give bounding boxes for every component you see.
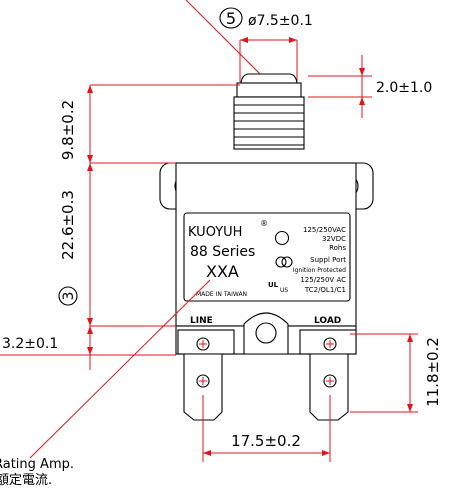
label-plate	[183, 212, 351, 302]
terminal-length-dimension: 11.8±0.2	[350, 333, 442, 413]
suppl-port-text: Suppl Port	[310, 256, 346, 264]
brand-text: KUOYUH	[188, 225, 242, 240]
voltage-ac2-text: 125/250V AC	[300, 276, 346, 284]
voltage-ac-text: 125/250VAC	[303, 226, 346, 234]
threaded-bushing	[233, 96, 305, 150]
callout-5-text: 5	[226, 9, 236, 28]
tc-code-text: TC2/OL1/C1	[304, 286, 346, 294]
terminal-length-text: 11.8±0.2	[424, 337, 442, 407]
button-height-text: 2.0±1.0	[376, 80, 432, 96]
callout-3-text: 3	[61, 292, 77, 301]
ccc-icon-overlap	[281, 256, 293, 268]
rohs-text: Rohs	[329, 244, 346, 252]
terminal-housing	[299, 329, 357, 355]
us-mark-text: US	[280, 287, 288, 294]
rating-placeholder: XXA	[206, 262, 239, 281]
ignition-text: Ignition Protected	[293, 267, 346, 274]
terminal-spacing-dimension: 17.5±0.2	[202, 395, 331, 462]
arrow	[87, 85, 93, 93]
arrow-top	[359, 68, 365, 76]
arrow	[87, 326, 93, 334]
button-diameter-dimension: 5 ø7.5±0.1	[185, 0, 313, 83]
terminal-hole-lower	[196, 374, 210, 388]
center-boss	[243, 312, 289, 355]
arrow-bottom	[359, 97, 365, 105]
certification-icon	[274, 230, 290, 246]
callout-3-circle	[58, 286, 78, 306]
leader-line	[185, 0, 269, 83]
breaker-body: KUOYUH ® 88 Series XXA MADE IN TAIWAN 12…	[175, 162, 357, 327]
terminal-screw-upper	[196, 337, 210, 351]
callout-5-circle	[219, 7, 243, 29]
arrow-right	[289, 37, 297, 43]
arrow	[87, 155, 93, 163]
bottom-offset-text: 3.2±0.1	[2, 336, 58, 352]
arrow	[87, 318, 93, 326]
button-cap	[240, 73, 298, 84]
line-terminal-label: LINE	[190, 316, 213, 326]
body-height-text: 22.6±0.3	[59, 190, 77, 260]
arrow-bottom	[407, 404, 413, 412]
rating-note-zh: 額定電流.	[0, 473, 52, 488]
terminal-housing	[177, 329, 235, 355]
arrow-right	[322, 450, 330, 456]
rating-leader-line	[29, 279, 211, 459]
ccc-icon	[275, 256, 287, 268]
terminal-hole-lower	[323, 374, 337, 388]
load-terminal	[299, 329, 357, 421]
load-terminal-label: LOAD	[314, 316, 341, 326]
voltage-dc-text: 32VDC	[322, 235, 346, 243]
arrow	[87, 163, 93, 171]
registered-mark: ®	[260, 219, 268, 228]
made-in-text: MADE IN TAIWAN	[196, 291, 247, 298]
line-terminal	[177, 329, 235, 421]
arrow-left	[203, 450, 211, 456]
button-diameter-text: ø7.5±0.1	[248, 13, 313, 29]
vertical-dimensions-left: 9.8±0.2 22.6±0.3 3 3.2±0.1	[0, 84, 240, 370]
terminal-spacing-text: 17.5±0.2	[231, 432, 301, 450]
top-height-text: 9.8±0.2	[59, 100, 77, 160]
rating-note: Rating Amp. 額定電流.	[0, 279, 211, 488]
terminal-screw-upper	[323, 337, 337, 351]
push-button	[233, 73, 305, 150]
rating-note-en: Rating Amp.	[0, 457, 74, 472]
button-height-dimension: 2.0±1.0	[308, 55, 432, 118]
button-collar	[236, 82, 302, 98]
series-text: 88 Series	[190, 244, 255, 260]
arrow-top	[407, 334, 413, 342]
arrow-left	[240, 37, 248, 43]
center-boss-ring	[255, 322, 277, 344]
ul-mark-text: UL	[268, 281, 279, 289]
